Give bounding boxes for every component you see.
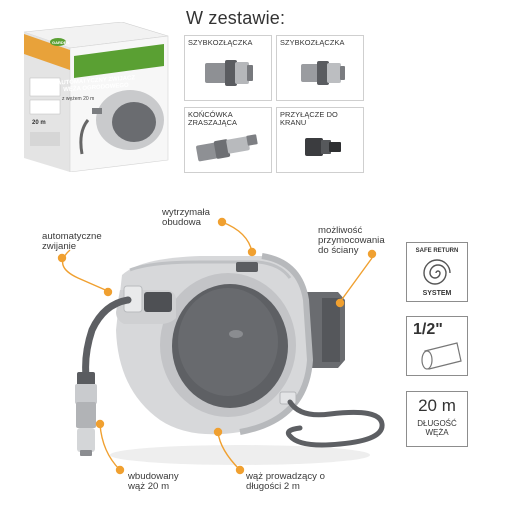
product-box: AUTOMATYCZNY ZWIJACZ WĘŻA OGRODOWEGO z w… — [22, 22, 170, 172]
hose-length-label: DŁUGOŚĆ WĘŻA — [417, 419, 457, 437]
callout-wall-mount: możliwość przymocowania do ściany — [318, 225, 385, 256]
accessory-card-quick-connector-1: SZYBKOZŁĄCZKA — [184, 35, 272, 101]
safe-return-label: SAFE RETURN — [415, 248, 459, 254]
callout-built-in-hose: wbudowany wąż 20 m — [128, 471, 179, 492]
box-brand: GARDEN — [52, 40, 70, 45]
accessory-card-quick-connector-2: SZYBKOZŁĄCZKA — [276, 35, 364, 101]
hose-section-icon — [421, 342, 462, 370]
callout-auto-rewind: automatyczne zwijanie — [42, 231, 102, 252]
callout-dots — [57, 217, 377, 475]
product-box-illustration — [23, 22, 169, 172]
feature-safe-return: SAFE RETURN SYSTEM — [406, 242, 468, 302]
feature-hose-length: 20 m DŁUGOŚĆ WĘŻA — [406, 391, 468, 447]
accessory-card-tap-adapter: PRZYŁĄCZE DO KRANU — [276, 107, 364, 173]
callout-sturdy-housing: wytrzymała obudowa — [162, 207, 210, 228]
safe-return-system-label: SYSTEM — [422, 290, 452, 297]
set-title: W zestawie: — [186, 8, 286, 28]
quick-connector-icon — [301, 61, 345, 85]
accessory-label: SZYBKOZŁĄCZKA — [188, 38, 253, 47]
accessory-label: PRZYŁĄCZE DO KRANU — [280, 110, 338, 127]
spray-nozzle-icon — [196, 134, 258, 162]
box-subtitle: z wężem 20 m — [62, 96, 95, 102]
spiral-icon — [423, 259, 451, 285]
diameter-value: 1/2" — [413, 321, 443, 338]
feature-diameter: 1/2" — [406, 316, 468, 376]
callout-lead-hose: wąż prowadzący o długości 2 m — [246, 471, 325, 492]
hose-length-value: 20 m — [418, 396, 456, 415]
accessory-label: KOŃCÓWKA ZRASZAJĄCA — [188, 110, 238, 127]
accessory-card-spray-nozzle: KOŃCÓWKA ZRASZAJĄCA — [184, 107, 272, 173]
box-length: 20 m — [32, 120, 46, 126]
accessory-label: SZYBKOZŁĄCZKA — [280, 38, 345, 47]
quick-connector-icon — [205, 60, 253, 86]
tap-adapter-icon — [305, 138, 341, 156]
